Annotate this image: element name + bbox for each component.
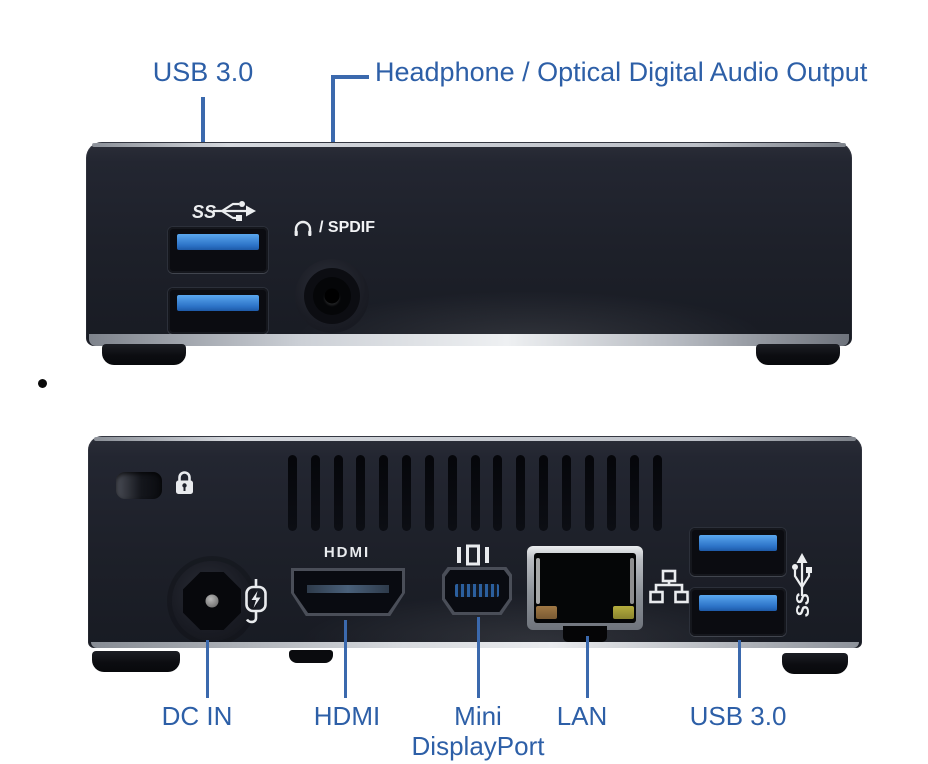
vent-slit (584, 455, 594, 531)
callout-line-mini-dp (477, 617, 480, 698)
audio-marking: / SPDIF (293, 218, 375, 237)
bullet-dot (38, 379, 47, 388)
usb3-port-rear-top (690, 528, 786, 576)
displayport-icon (457, 544, 489, 566)
rear-foot-right (782, 653, 848, 674)
mini-displayport-port (442, 567, 512, 615)
callout-line-dc-in (206, 640, 209, 698)
power-plug-icon (245, 579, 267, 624)
vent-slit (402, 455, 412, 531)
vent-slit (424, 455, 434, 531)
rear-panel-device: HDMI (88, 436, 862, 648)
vent-slit (333, 455, 343, 531)
callout-line-hdmi (344, 620, 347, 698)
usb-superspeed-icon: SS (192, 201, 256, 222)
vent-slit (288, 455, 297, 531)
vent-slit (447, 455, 457, 531)
label-hdmi: HDMI (313, 701, 381, 731)
audio-jack (295, 259, 369, 333)
network-icon (649, 569, 689, 604)
vent-slit (470, 455, 480, 531)
hdmi-port (291, 568, 405, 616)
front-foot-left (102, 344, 186, 365)
vent-slit (653, 455, 662, 531)
usb3-port-front-bottom (168, 288, 268, 334)
vent-slit (607, 455, 617, 531)
label-mini-displayport-line2: DisplayPort (411, 731, 545, 761)
dc-in-port (172, 561, 252, 641)
vent-slit (310, 455, 320, 531)
lan-led-right (613, 606, 634, 619)
front-panel-device: SS / SPDIF (86, 142, 852, 346)
svg-text:SS: SS (192, 202, 216, 222)
front-foot-right (756, 344, 840, 365)
lan-port (527, 546, 643, 642)
lan-clip-notch (563, 626, 607, 642)
callout-label-audio: Headphone / Optical Digital Audio Output (375, 57, 868, 87)
label-usb30-rear: USB 3.0 (689, 701, 787, 731)
label-dc-in: DC IN (161, 701, 233, 731)
rear-foot-left (92, 651, 180, 672)
lan-led-left (536, 606, 557, 619)
kensington-lock-slot (116, 472, 162, 499)
headphone-icon (294, 220, 312, 236)
vent-slit (493, 455, 503, 531)
vent-slit (516, 455, 526, 531)
usb-tongue (699, 535, 777, 551)
usb3-port-rear-bottom (690, 588, 786, 636)
usb-tongue (177, 234, 259, 250)
padlock-icon (176, 471, 193, 494)
usb-superspeed-icon-rear: SS (792, 553, 813, 617)
vent-slit (379, 455, 389, 531)
callout-line-usb30-rear (738, 640, 741, 698)
rear-bottom-nub (289, 650, 333, 663)
vent-slit (630, 455, 640, 531)
svg-text:SS: SS (793, 593, 813, 617)
vent-slit (356, 455, 366, 531)
usb3-port-front-top (168, 227, 268, 273)
callout-line-audio-horizontal (331, 75, 369, 79)
spdif-label: / SPDIF (319, 218, 376, 236)
hdmi-logo: HDMI (323, 544, 371, 561)
vent-slit (538, 455, 548, 531)
vent-slit (561, 455, 571, 531)
usb-tongue (177, 295, 259, 311)
usb-tongue (699, 595, 777, 611)
callout-label-usb30-front: USB 3.0 (152, 57, 254, 87)
label-mini-displayport-line1: Mini (454, 701, 502, 731)
label-lan: LAN (556, 701, 608, 731)
callout-line-lan (586, 636, 589, 698)
vent-grille (288, 455, 662, 531)
